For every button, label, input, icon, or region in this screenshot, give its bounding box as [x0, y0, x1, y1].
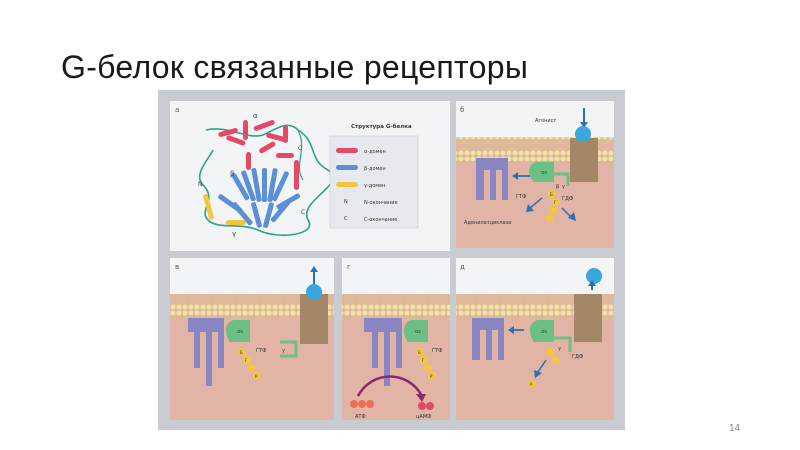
legend-swatch-alpha — [336, 148, 358, 153]
subunit-g-ball — [552, 198, 560, 206]
panel-d-letter: д — [460, 263, 465, 271]
panel-b: б Агонист Аденилатциклаза αs β γ ГТФ ГДФ… — [456, 101, 614, 248]
camp-molecule — [418, 402, 426, 410]
adenylate-cyclase-b — [476, 158, 508, 200]
gamma-label-d: γ — [558, 346, 561, 352]
gtf-label-g: ГТФ — [432, 348, 443, 354]
panel-d: д αs γ ГДФ Р — [456, 258, 614, 420]
subunit-r-label-g: Р — [430, 374, 433, 379]
legend-item-c: C-окончание — [364, 217, 397, 223]
slide-title: G-белок связанные рецепторы — [61, 49, 529, 85]
gamma-label: γ — [232, 230, 236, 238]
gdf-label-d: ГДФ — [572, 354, 584, 360]
subunit-b-label-g: Б — [418, 350, 421, 355]
legend-swatch-beta — [336, 165, 358, 170]
beta-domain-propeller — [218, 168, 301, 228]
legend-item-n: N-окончание — [364, 200, 398, 206]
page-number: 14 — [729, 423, 741, 434]
galpha-label-d: αs — [541, 329, 547, 335]
beta-label: β — [230, 170, 234, 178]
beta-label-b: β — [556, 184, 559, 190]
alpha-domain-helices — [218, 120, 299, 190]
g-alpha-g — [403, 320, 428, 342]
galpha-label-g: αs — [415, 329, 421, 335]
alpha-label: α — [253, 112, 258, 120]
panel-a-letter: а — [175, 106, 179, 114]
gamma-label-b: γ — [562, 184, 565, 190]
subunit-r-label-d: Р — [530, 382, 533, 387]
legend-item-gamma: γ-домен — [364, 183, 385, 189]
camp-label: цАМФ — [416, 414, 432, 420]
g-alpha-d — [529, 320, 554, 342]
subunit-g-label: Г — [554, 200, 557, 205]
adenylate-label: Аденилатциклаза — [464, 220, 511, 226]
g-alpha-v — [225, 320, 250, 342]
c-terminus-label-top: C — [298, 145, 302, 152]
panel-v-letter: в — [175, 263, 179, 271]
adenylate-cyclase-d — [472, 318, 504, 360]
g-protein-receptor-figure: а α C — [158, 90, 625, 435]
receptor-v — [300, 294, 328, 344]
subunit-b-ball — [548, 190, 556, 198]
gamma-label-v: γ — [282, 348, 285, 354]
c-terminus-label: C — [301, 209, 305, 216]
ligand-v — [306, 284, 322, 300]
atp-molecule — [350, 400, 374, 408]
atf-label: АТФ — [355, 414, 366, 420]
gdf-label-b: ГДФ — [562, 196, 574, 202]
reaction-arc — [356, 375, 424, 397]
legend-letter-n: N — [344, 199, 348, 205]
structure-legend: Структура G-белка N C α-домен β-домен γ-… — [329, 123, 419, 229]
panel-g-letter: г — [347, 263, 351, 271]
gamma-domain-helix — [203, 194, 214, 220]
adenylate-cyclase-v — [188, 318, 224, 386]
galpha-label-b: αs — [541, 170, 547, 176]
gtf-label-v: ГТФ — [256, 348, 267, 354]
legend-swatch-gamma — [336, 182, 358, 187]
legend-item-alpha: α-домен — [364, 149, 386, 155]
adenylate-cyclase-g — [364, 318, 402, 386]
receptor-d — [574, 294, 602, 342]
ligand-b — [575, 126, 591, 142]
g-alpha-b — [529, 162, 554, 182]
panel-a: а α C — [170, 101, 450, 251]
subunit-r-label-v: Р — [255, 374, 258, 379]
n-terminus-label: N — [198, 181, 203, 188]
panel-g: г αs ГТФ Б Г Р АТФ цАМФ — [342, 258, 450, 420]
subunit-g-label-v: Г — [245, 358, 248, 363]
subunit-g-label-g: Г — [422, 358, 425, 363]
receptor-b — [570, 138, 598, 182]
legend-title: Структура G-белка — [351, 123, 412, 130]
membrane-g — [342, 294, 450, 320]
panel-b-letter: б — [460, 106, 464, 114]
agonist-label: Агонист — [535, 118, 556, 124]
legend-item-beta: β-домен — [364, 166, 386, 172]
subunit-b-label: Б — [550, 192, 553, 197]
legend-letter-c: C — [344, 216, 348, 222]
subunit-b-label-v: Б — [240, 350, 243, 355]
panel-v: в αs γ ГТФ Б Г Р — [170, 258, 334, 420]
ligand-d — [586, 268, 602, 284]
gtf-label-b: ГТФ — [516, 194, 527, 200]
galpha-label-v: αs — [237, 329, 243, 335]
